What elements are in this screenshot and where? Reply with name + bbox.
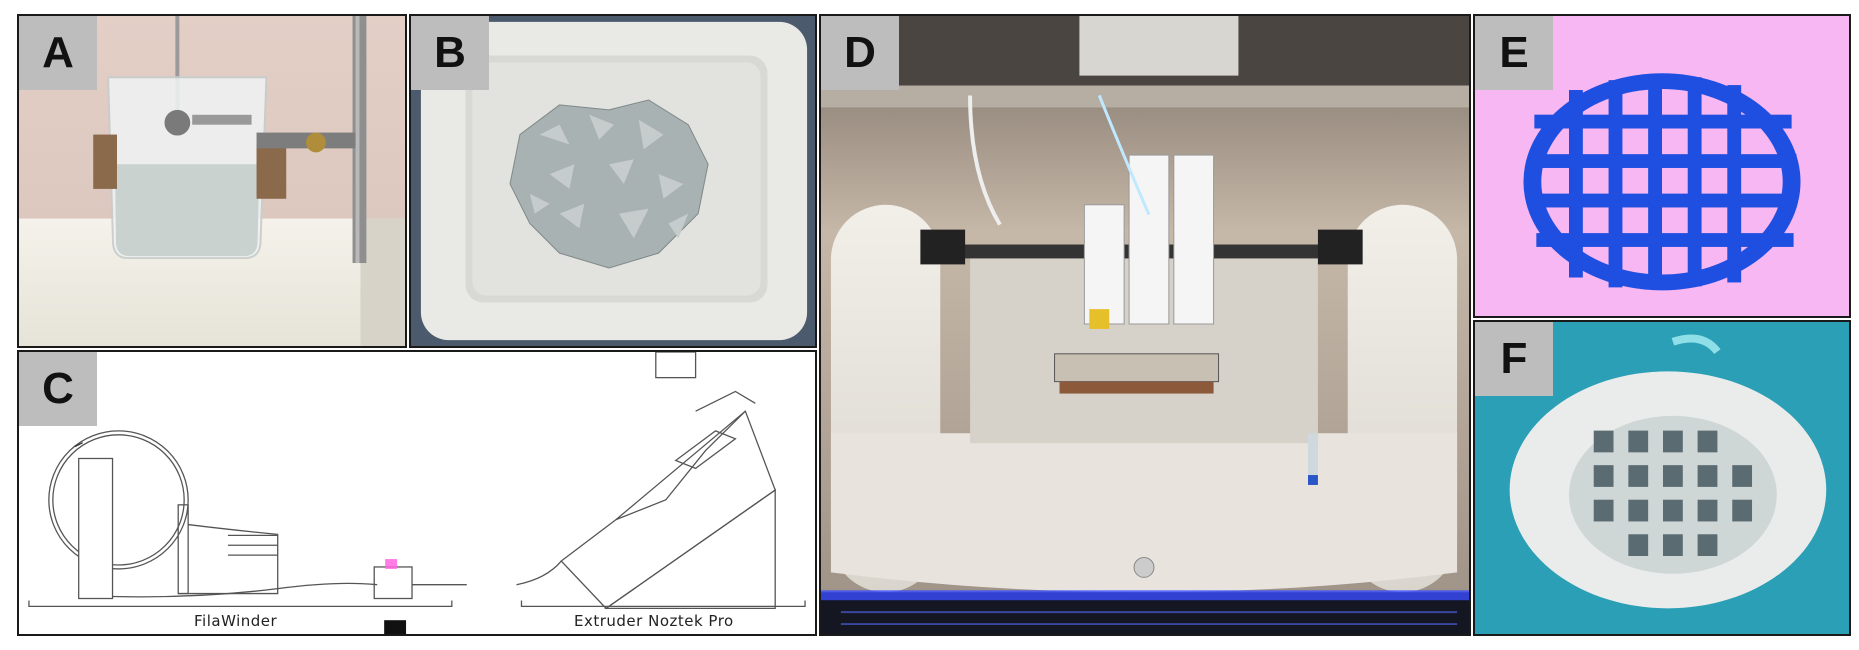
panel-e-lattice-render: E <box>1473 14 1851 318</box>
panel-label-e: E <box>1475 16 1553 90</box>
panel-c-diagram: C FilaWinder Extruder Noztek Pro <box>17 350 817 636</box>
panel-label-f: F <box>1475 322 1553 396</box>
panel-label-c: C <box>19 352 97 426</box>
panel-label-b: B <box>411 16 489 90</box>
bioprinter-photo <box>821 16 1469 634</box>
panel-label-a: A <box>19 16 97 90</box>
panel-a-beaker-photo: A <box>17 14 407 348</box>
spool-icon <box>48 430 189 570</box>
tray-photo <box>411 16 815 346</box>
panel-label-d: D <box>821 16 899 90</box>
printed-lattice-photo <box>1475 322 1849 634</box>
extruder-caption: Extruder Noztek Pro <box>574 612 734 630</box>
filawinder-caption: FilaWinder <box>194 612 278 630</box>
panel-f-printed-lattice-photo: F <box>1473 320 1851 636</box>
panel-d-bioprinter-photo: D <box>819 14 1471 636</box>
panel-b-tray-photo: B <box>409 14 817 348</box>
beaker-photo <box>19 16 405 346</box>
heater-glow <box>385 559 398 569</box>
filament-line-schematic <box>28 352 806 634</box>
